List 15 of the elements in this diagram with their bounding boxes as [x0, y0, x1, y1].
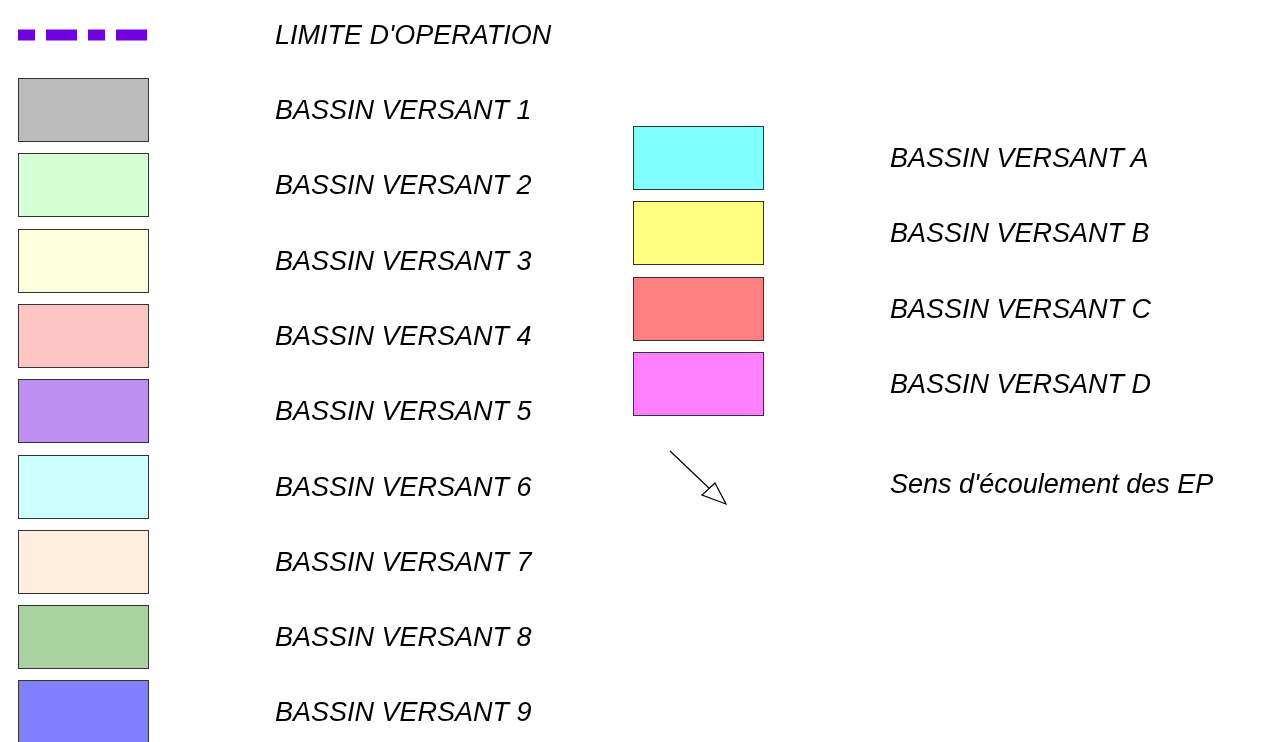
legend-label: BASSIN VERSANT 6	[275, 470, 532, 503]
legend-label: BASSIN VERSANT 4	[275, 319, 532, 352]
legend-label: BASSIN VERSANT 5	[275, 395, 532, 428]
legend-label: BASSIN VERSANT 2	[275, 169, 532, 202]
legend-label: BASSIN VERSANT 8	[275, 621, 532, 654]
legend-label: Sens d'écoulement des EP	[890, 468, 1214, 500]
legend-label: BASSIN VERSANT 3	[275, 244, 532, 277]
legend-label: BASSIN VERSANT 7	[275, 545, 532, 578]
legend-label: BASSIN VERSANT 1	[275, 94, 532, 126]
legend-label: BASSIN VERSANT 9	[275, 696, 532, 729]
legend-label: BASSIN VERSANT D	[890, 367, 1152, 400]
legend-label: BASSIN VERSANT C	[890, 292, 1152, 325]
legend-label: BASSIN VERSANT A	[890, 142, 1149, 174]
legend-label: BASSIN VERSANT B	[890, 217, 1150, 250]
legend-label: LIMITE D'OPERATION	[275, 19, 552, 51]
